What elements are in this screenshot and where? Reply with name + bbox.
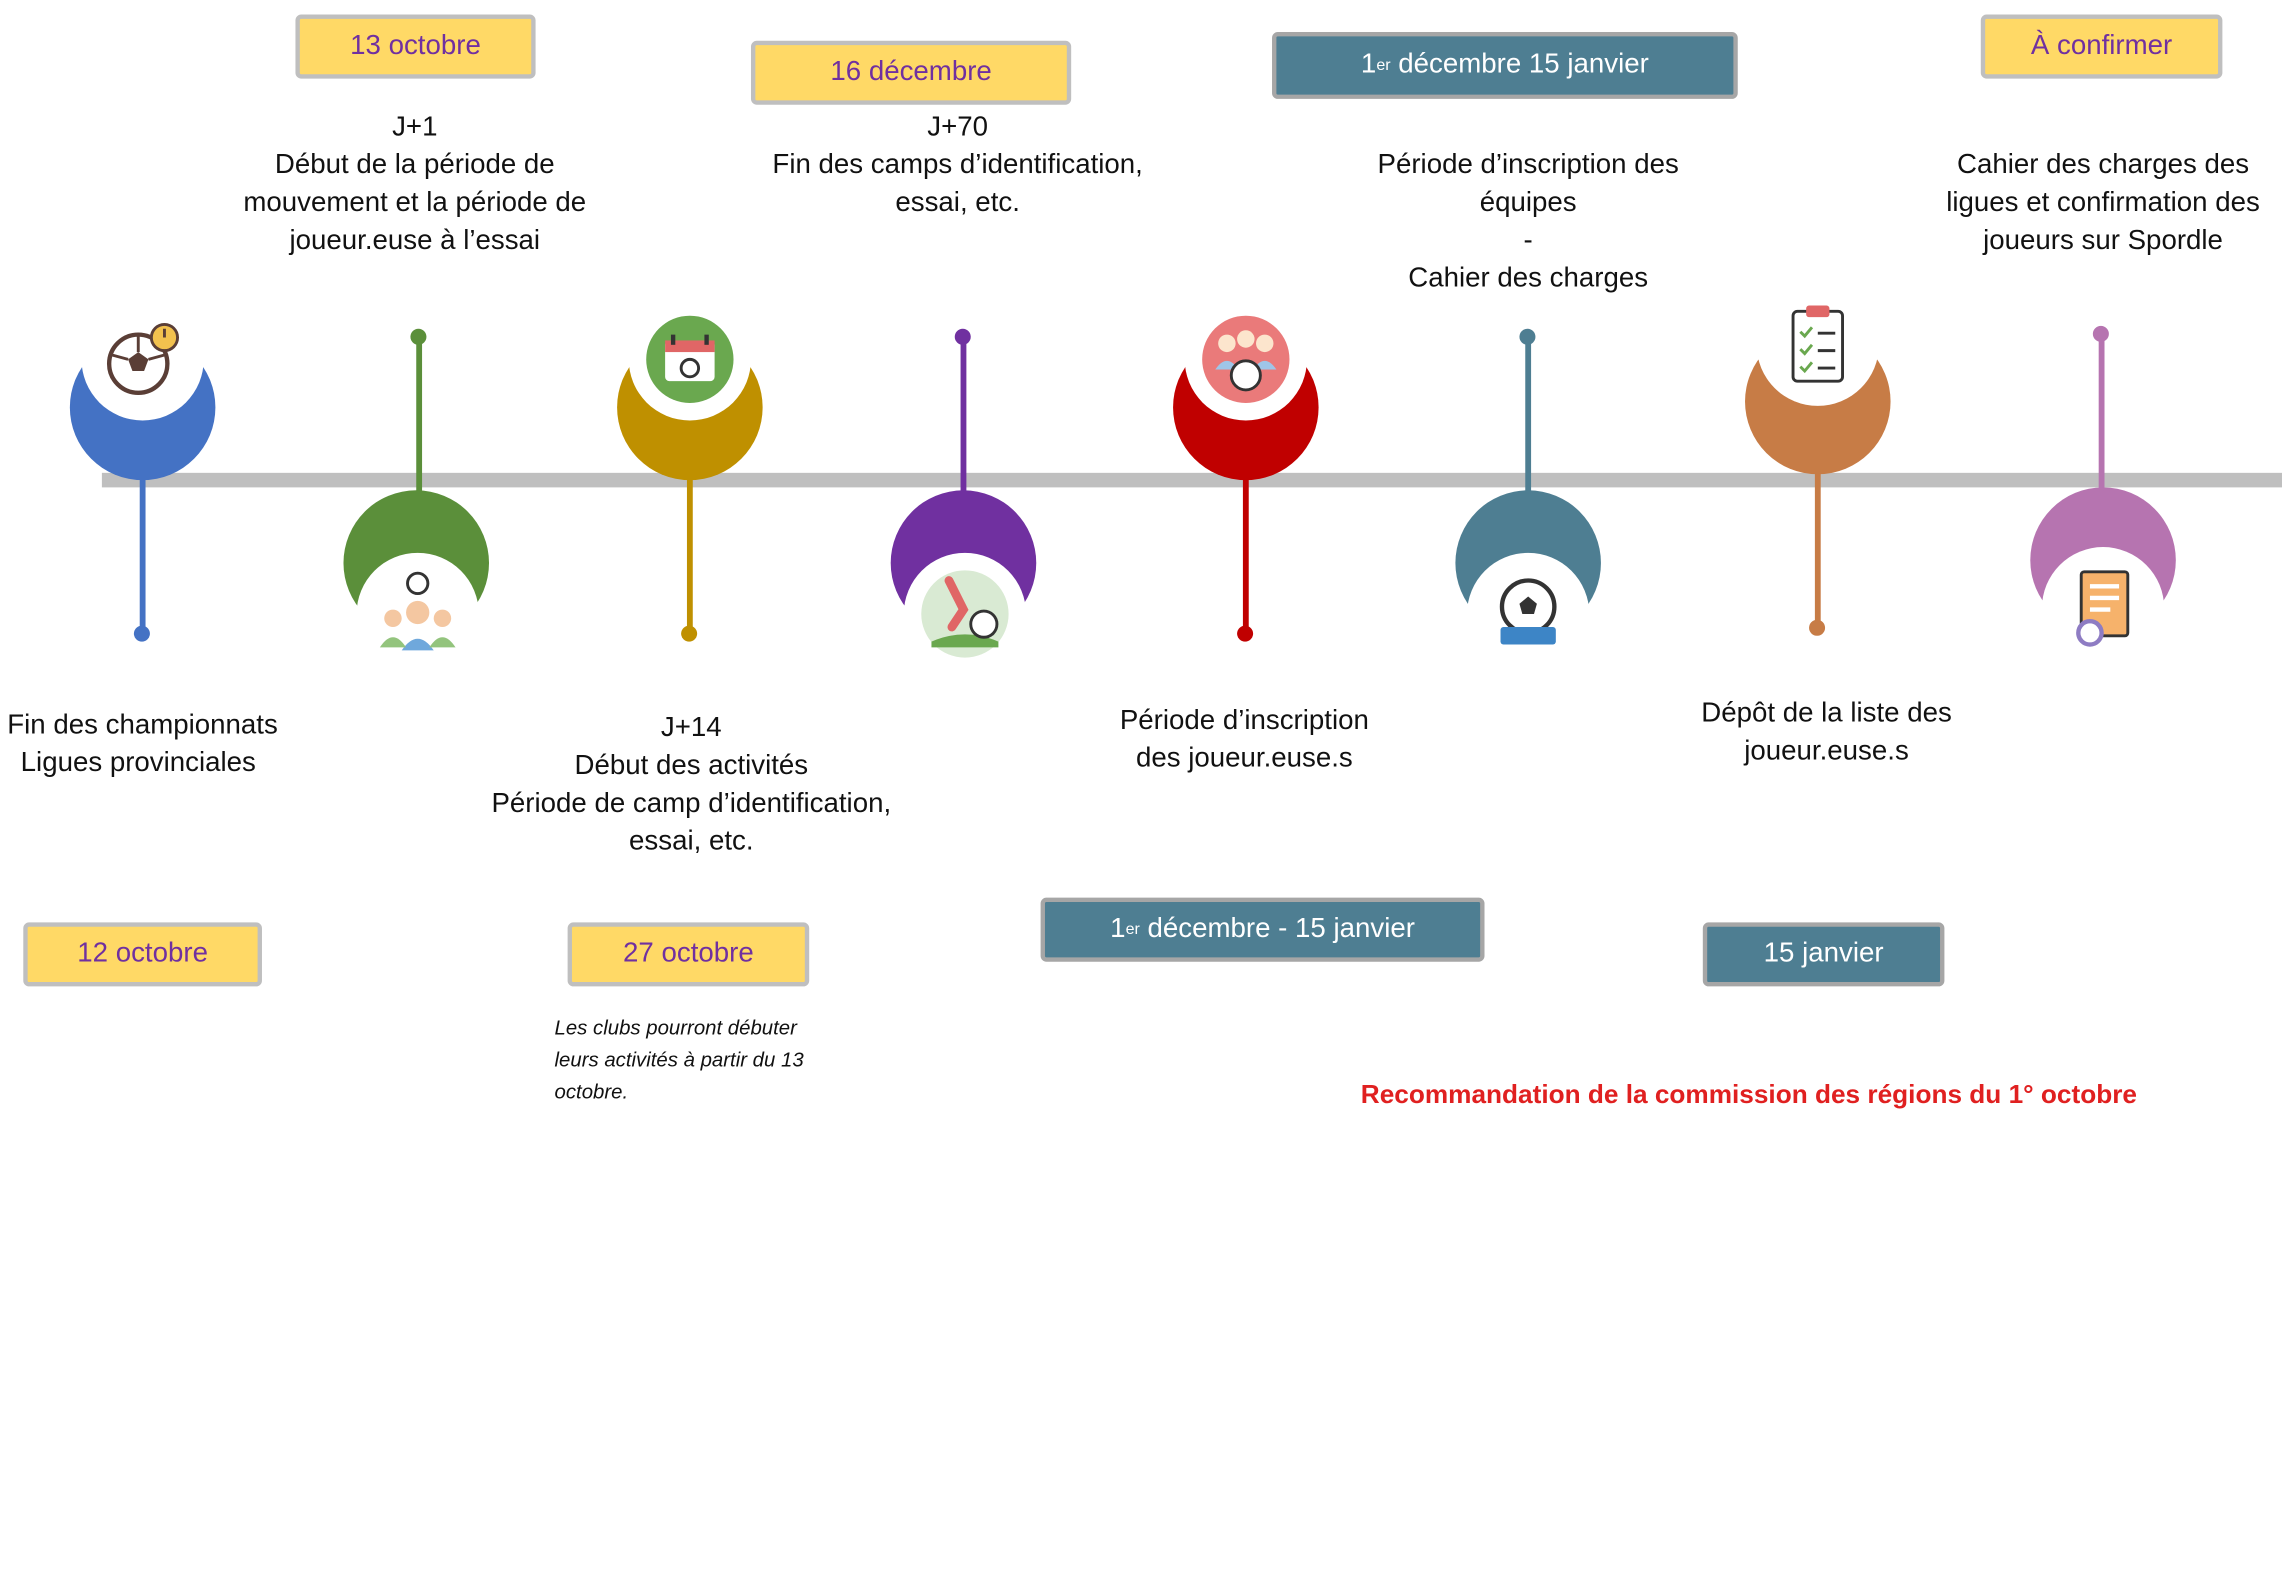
step-8-date: À confirmer — [1980, 14, 2223, 79]
club-ball-icon — [1467, 552, 1590, 676]
step-2-stem — [416, 334, 423, 553]
step-4-stem — [960, 334, 967, 553]
kicking-ball-icon — [903, 552, 1027, 676]
step-7-date: 15 janvier — [1702, 922, 1945, 987]
step-5-dot — [1237, 625, 1254, 642]
clipboard-checklist-icon — [1756, 283, 1879, 406]
step-1-stem — [139, 407, 146, 632]
step-1-date: 12 octobre — [23, 922, 262, 987]
team-players-icon — [356, 552, 479, 676]
recommendation-note: Recommandation de la commission des régi… — [1360, 1079, 2137, 1109]
step-8-stem — [2098, 334, 2105, 553]
step-7-dot — [1809, 619, 1826, 636]
step-3-stem — [686, 407, 693, 632]
step-8-dot — [2092, 325, 2109, 342]
timeline-axis — [101, 472, 2282, 488]
step-2-dot — [410, 328, 427, 345]
step-4-date: 16 décembre — [750, 40, 1072, 105]
step-4-dot — [954, 328, 971, 345]
step-3-dot — [681, 625, 698, 642]
step-1-dot — [133, 625, 150, 642]
step-3-note: Les clubs pourront débuter leurs activit… — [554, 1015, 804, 1103]
rulebook-icon — [2041, 547, 2165, 670]
step-6-stem — [1525, 334, 1532, 553]
step-3-date: 27 octobre — [567, 922, 810, 987]
soccer-ball-timer-icon — [81, 298, 204, 421]
step-5-stem — [1242, 407, 1249, 632]
step-2-date: 13 octobre — [295, 14, 536, 79]
team-registration-icon — [1184, 298, 1307, 421]
step-6-dot — [1519, 328, 1536, 345]
step-7-stem — [1814, 407, 1821, 626]
calendar-ball-icon — [628, 298, 751, 421]
